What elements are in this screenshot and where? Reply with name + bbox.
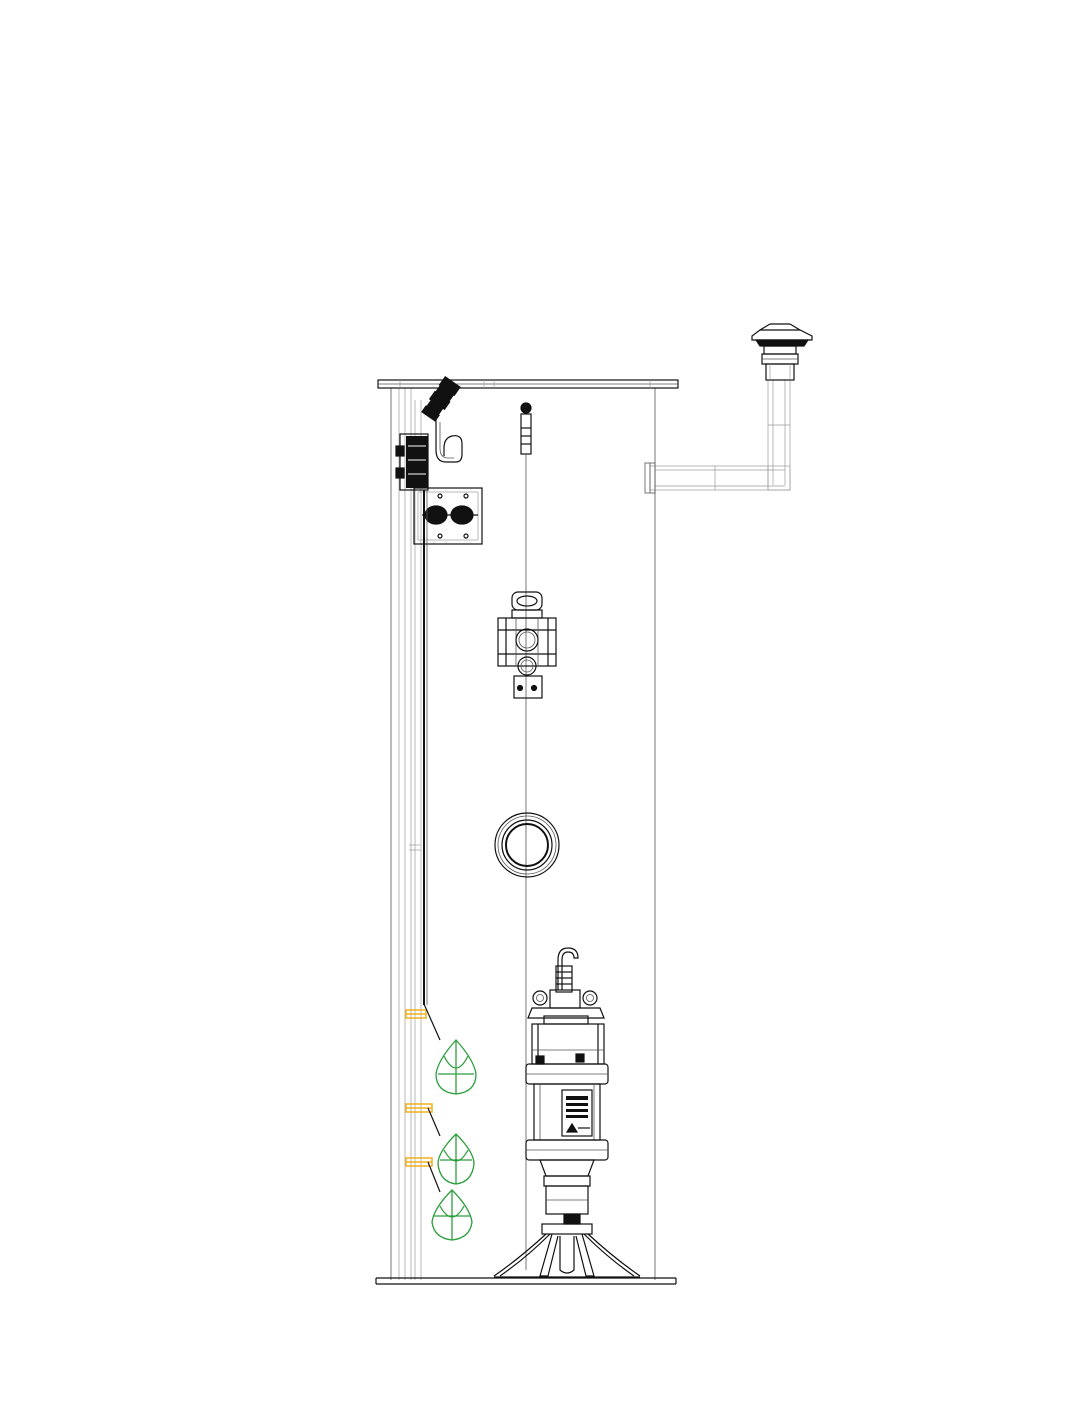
float-switch-1 [405, 1003, 477, 1095]
pump-stand-icon [493, 1233, 641, 1278]
discharge-valve-icon [497, 591, 557, 699]
vent-pipe-icon [644, 379, 791, 494]
float-switch-2 [405, 1103, 475, 1185]
cord-grip-icon [421, 375, 463, 463]
float-cord-icon [423, 490, 428, 1005]
float-switch-icon [405, 1003, 477, 1241]
float-bracket-plate-icon [413, 487, 483, 545]
lifting-hook-icon [520, 402, 532, 455]
basin-cover-icon [377, 379, 679, 389]
float-switch-3 [405, 1157, 473, 1241]
junction-box-icon [395, 433, 429, 491]
inlet-hub-icon [494, 812, 560, 878]
vent-cap-icon [751, 323, 813, 381]
submersible-pump-icon [525, 947, 609, 1235]
basin-tank-icon [375, 388, 677, 1285]
